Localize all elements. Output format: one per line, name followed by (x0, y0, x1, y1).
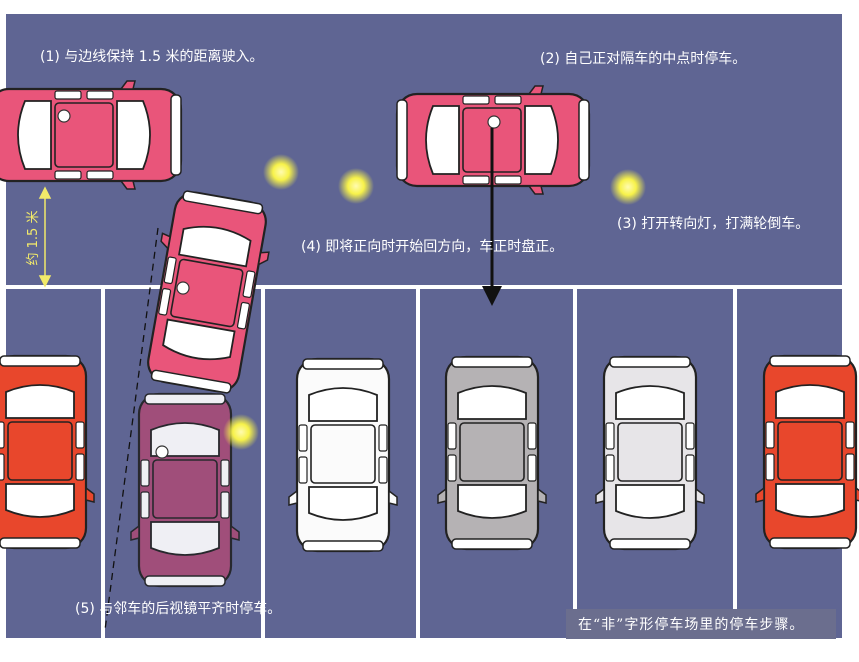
alignment-arrow-head (482, 286, 502, 306)
pink-car-step-1 (0, 79, 183, 191)
indicator-light (338, 168, 374, 204)
center-marker (487, 115, 501, 129)
indicator-light (223, 414, 259, 450)
step-3-label: (3) 打开转向灯，打满轮倒车。 (617, 216, 810, 232)
indicator-light (610, 169, 646, 205)
center-marker (155, 445, 169, 459)
parked-car-red-right (754, 354, 859, 550)
center-marker (176, 281, 190, 295)
caption-text: 在“非”字形停车场里的停车步骤。 (578, 617, 805, 633)
parked-car-white-gray (594, 355, 706, 551)
step-4-label: (4) 即将正向时开始回方向，车正时盘正。 (301, 239, 564, 255)
step-2-label: (2) 自己正对隔车的中点时停车。 (540, 51, 747, 67)
step-1-label: (1) 与边线保持 1.5 米的距离驶入。 (40, 49, 264, 65)
parked-car-gray-target (436, 355, 548, 551)
parked-car-red-left (0, 354, 96, 550)
ghost-car-final-position (129, 392, 241, 588)
indicator-light (263, 154, 299, 190)
distance-marker (38, 186, 52, 288)
parking-lines (6, 285, 842, 638)
center-marker (57, 109, 71, 123)
step-5-label: (5) 与邻车的后视镜平齐时停车。 (75, 601, 282, 617)
parked-car-white (287, 357, 399, 553)
trajectory-dashed-line (104, 227, 159, 631)
distance-label: 约 1.5 米 (26, 210, 41, 266)
caption-box (566, 609, 836, 639)
